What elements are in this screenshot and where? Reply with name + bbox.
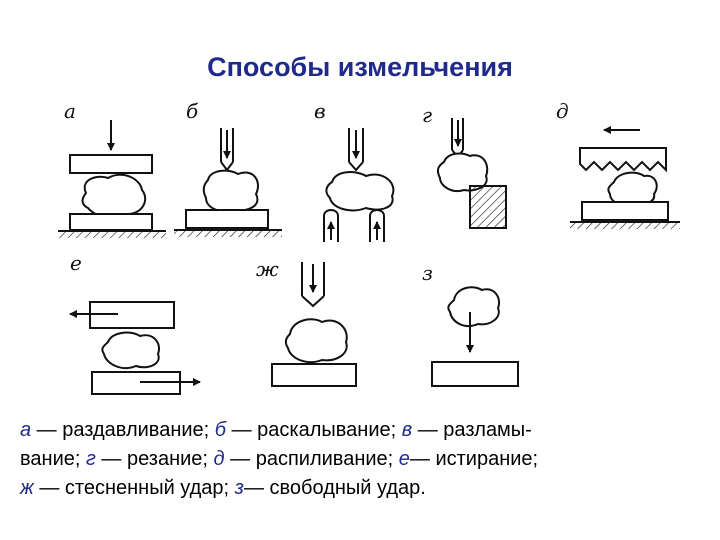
desc-v-cont: вание; (20, 448, 86, 470)
lower-plate (69, 213, 153, 231)
material-piece (447, 286, 500, 328)
page-title: Способы измельчения (207, 52, 513, 82)
panel-z-letter: з (422, 261, 433, 285)
panel-zh-constrained-impact: ж (256, 257, 357, 387)
panel-e-abrasion: е (69, 251, 201, 395)
panel-d-sawing: д (556, 99, 680, 229)
panel-b-letter: б (186, 99, 199, 123)
material-piece (607, 171, 658, 207)
desc-a: — раздавливание; (31, 419, 215, 441)
panel-v-letter: в (314, 99, 326, 123)
caption-row-3: ж — стесненный удар; з— свободный удар. (20, 474, 710, 503)
panel-b-splitting: б (174, 99, 282, 237)
caption-row-1: а — раздавливание; б — раскалывание; в —… (20, 416, 710, 445)
key-d: д (213, 448, 225, 470)
upper-plate (69, 154, 153, 174)
desc-z: — свободный удар. (243, 477, 426, 499)
panel-a-crushing: а (58, 99, 166, 238)
material-piece (202, 169, 259, 213)
desc-g: — резание; (95, 448, 214, 470)
desc-b: — раскалывание; (226, 419, 402, 441)
desc-d: — распиливание; (224, 448, 399, 470)
material-piece (284, 318, 348, 364)
desc-v: — разламы- (412, 419, 532, 441)
panel-g-letter: г (422, 103, 432, 127)
key-a: а (20, 419, 32, 441)
desc-zh: — стесненный удар; (33, 477, 235, 499)
key-e: е (398, 448, 410, 470)
material-piece (101, 331, 160, 370)
key-z: з (234, 477, 244, 499)
panel-g-cutting: г (422, 103, 507, 229)
panel-e-letter: е (70, 251, 82, 275)
desc-e: — истирание; (409, 448, 539, 470)
grinding-methods-diagram: а б в г (58, 99, 680, 395)
panel-a-letter: а (64, 99, 76, 123)
caption-row-2: вание; г — резание; д — распиливание; е—… (20, 445, 710, 474)
material-piece (81, 173, 147, 219)
panel-d-letter: д (556, 99, 569, 123)
panel-zh-letter: ж (256, 257, 279, 281)
key-g: г (85, 448, 96, 470)
legend-caption: а — раздавливание; б — раскалывание; в —… (20, 416, 710, 503)
saw-blade (579, 147, 667, 173)
key-b: б (214, 419, 227, 441)
material-piece (325, 171, 395, 212)
key-v: в (401, 419, 413, 441)
panel-z-free-impact: з (422, 261, 519, 387)
key-zh: ж (20, 477, 34, 499)
panel-v-breaking: в (314, 99, 395, 242)
